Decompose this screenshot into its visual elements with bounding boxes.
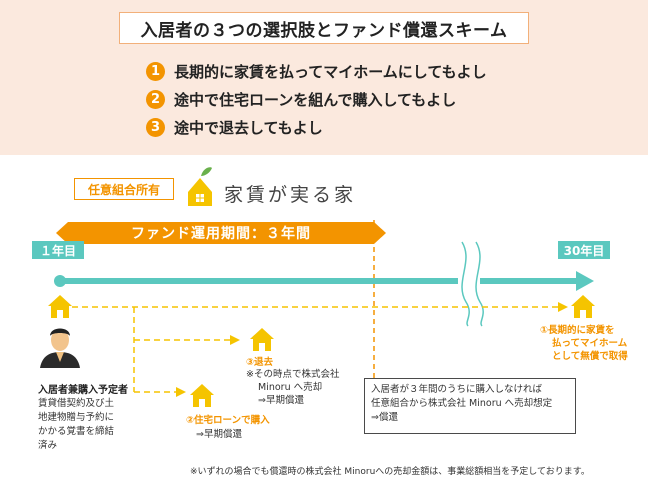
house-icon-loan xyxy=(190,384,214,407)
leave-desc-line-2: Minoru へ売却 xyxy=(258,382,323,393)
long-term-line-3: として無償で取得 xyxy=(552,351,628,362)
start-year-label: １年目 xyxy=(32,241,84,259)
leave-desc-line-1: ※その時点で株式会社 xyxy=(246,369,340,380)
scheme-title: 入居者の３つの選択肢とファンド償還スキーム xyxy=(119,12,529,44)
timeline-break-right xyxy=(475,241,484,327)
resident-label: 入居者兼購入予定者 xyxy=(38,385,128,396)
note-line-3: ⇒償還 xyxy=(371,412,398,423)
brand-name: 家賃が実る家 xyxy=(224,184,357,206)
leave-desc-line-3: ⇒早期償還 xyxy=(258,395,304,406)
house-icon-leave xyxy=(250,328,274,351)
option-number-3: 3 xyxy=(146,117,165,137)
ownership-tag: 任意組合所有 xyxy=(74,178,174,200)
note-line-2: 任意組合から株式会社 Minoru へ売却想定 xyxy=(371,398,553,409)
top-panel: 入居者の３つの選択肢とファンド償還スキーム 1 長期的に家賃を払ってマイホームに… xyxy=(0,0,648,155)
timeline-break-left xyxy=(461,241,470,327)
resident-description: 賃貸借契約及び土地建物贈与予約にかかる覚書を締結済み xyxy=(38,398,115,451)
option-text-1: 長期的に家賃を払ってマイホームにしてもよし xyxy=(174,62,487,81)
timeline-arrowhead xyxy=(576,271,594,291)
footnote: ※いずれの場合でも償還時の株式会社 Minoruへの売却金額は、事業総額相当を予… xyxy=(190,467,590,477)
long-term-outcome: ①長期的に家賃を 払ってマイホーム として無償で取得 xyxy=(540,324,628,363)
loan-title: ②住宅ローンで購入 xyxy=(186,415,270,426)
option-number-1: 1 xyxy=(146,61,165,81)
option-text-3: 途中で退去してもよし xyxy=(174,118,323,137)
option-text-2: 途中で住宅ローンを組んで購入してもよし xyxy=(174,90,457,109)
option-2: 2 途中で住宅ローンを組んで購入してもよし xyxy=(146,88,456,110)
end-year-label: 30年目 xyxy=(558,241,610,259)
long-term-line-2: 払ってマイホーム xyxy=(552,338,628,349)
note-line-1: 入居者が３年間のうちに購入しなければ xyxy=(371,384,543,395)
leave-desc: ※その時点で株式会社 Minoru へ売却 ⇒早期償還 xyxy=(246,368,339,407)
long-term-line-1: ①長期的に家賃を xyxy=(540,325,615,336)
house-icon-start xyxy=(48,295,72,318)
option-1: 1 長期的に家賃を払ってマイホームにしてもよし xyxy=(146,60,487,82)
fund-period-bar: ファンド運用期間：３年間 xyxy=(68,222,374,244)
house-icon-end xyxy=(571,295,595,318)
option-3: 3 途中で退去してもよし xyxy=(146,116,323,138)
resident-avatar-icon xyxy=(40,328,80,368)
leave-title: ③退去 xyxy=(246,357,274,368)
option-number-2: 2 xyxy=(146,89,165,109)
unsold-note-box: 入居者が３年間のうちに購入しなければ 任意組合から株式会社 Minoru へ売却… xyxy=(364,378,576,434)
loan-desc: ⇒早期償還 xyxy=(196,429,242,440)
timeline-start-dot xyxy=(54,275,66,287)
